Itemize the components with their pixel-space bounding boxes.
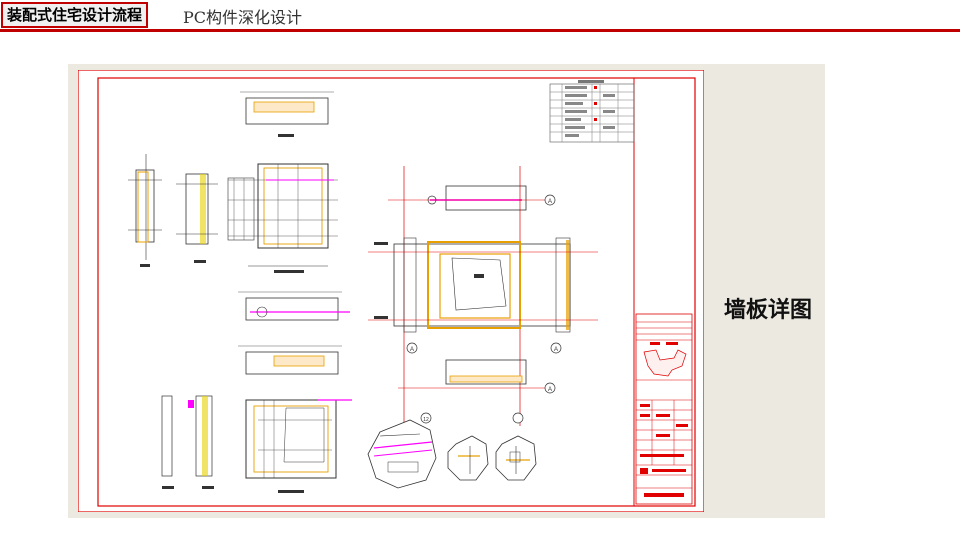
callout-a-right: A xyxy=(548,199,552,205)
section-view-left xyxy=(128,154,218,267)
title-block xyxy=(635,313,693,505)
drawing-panel: A A A A 12 墙板详图 xyxy=(68,64,825,518)
slide-subtitle: PC构件深化设计 xyxy=(183,8,303,27)
cad-drawing: A A A A 12 xyxy=(78,70,704,512)
callout-number: 12 xyxy=(423,417,429,423)
slide-header: 装配式住宅设计流程 PC构件深化设计 xyxy=(0,0,960,32)
detail-bubbles xyxy=(367,419,537,489)
callout-a-left: A xyxy=(410,347,414,353)
drawing-title: 墙板详图 xyxy=(724,298,813,323)
wall-panel-elevation: A A A A 12 xyxy=(368,166,598,426)
callout-a-right-mid: A xyxy=(554,347,558,353)
elevation-grid xyxy=(227,163,338,273)
material-table xyxy=(549,80,635,143)
section-tab[interactable]: 装配式住宅设计流程 xyxy=(1,2,149,28)
elevation-bottom xyxy=(161,395,352,493)
callout-a-right-lower: A xyxy=(548,387,552,393)
plan-views-middle xyxy=(238,291,350,375)
plan-view-top xyxy=(240,91,334,137)
